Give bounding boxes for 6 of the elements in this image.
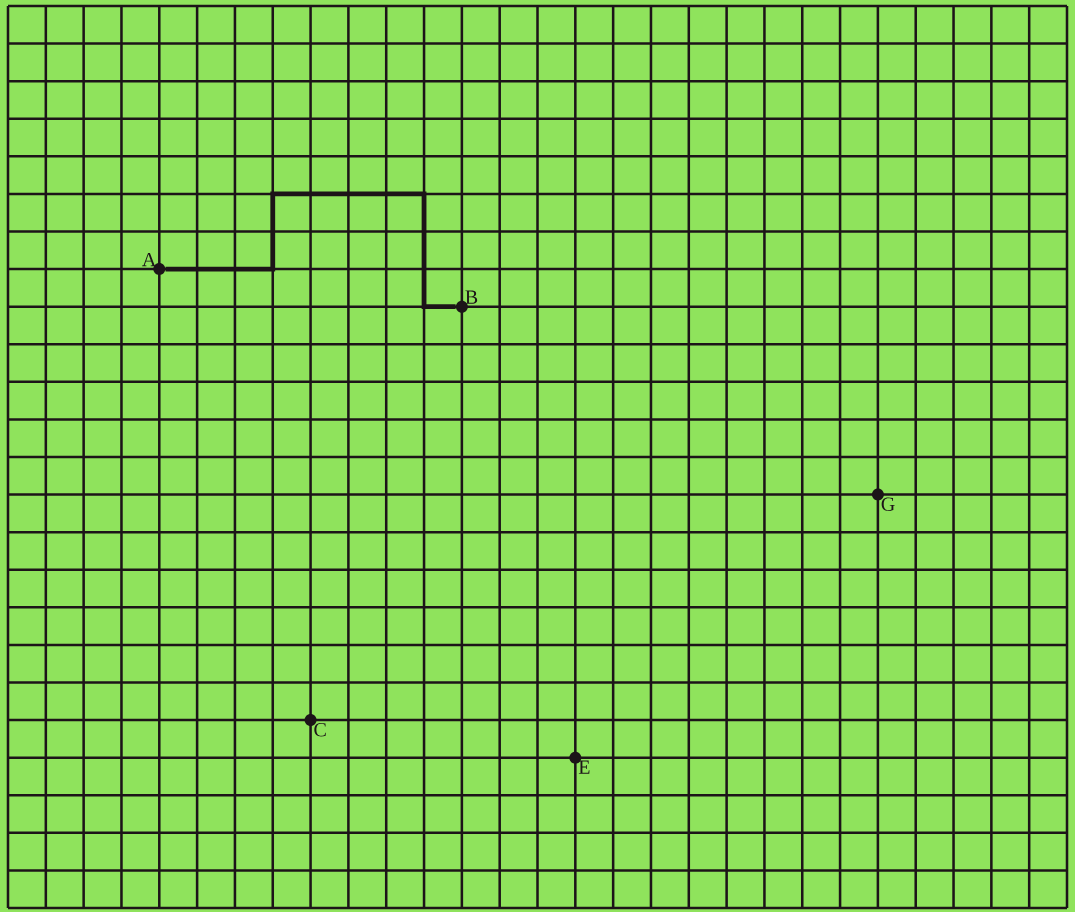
path-line	[165, 191, 456, 310]
point-label: E	[578, 760, 590, 774]
point-label: C	[314, 723, 326, 737]
point-label: G	[881, 497, 895, 511]
point-label: A	[142, 252, 157, 267]
point-label: B	[465, 290, 478, 304]
